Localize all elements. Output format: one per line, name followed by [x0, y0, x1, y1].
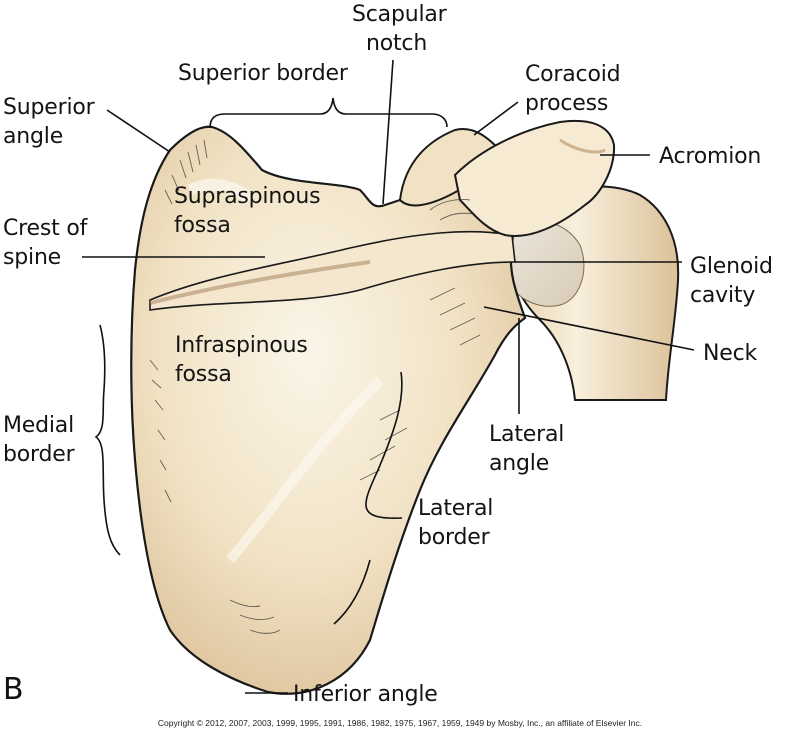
label-line: fossa [175, 362, 232, 387]
leader-coracoid [473, 101, 519, 136]
label-lateral-border: Lateral border [418, 494, 493, 552]
copyright-notice: Copyright © 2012, 2007, 2003, 1999, 1995… [157, 718, 643, 728]
label-medial-border: Medial border [3, 411, 75, 469]
label-line: angle [489, 451, 550, 476]
brace-lateral-lower [333, 559, 371, 625]
label-line: Supraspinous [174, 184, 321, 209]
leader-scapular-notch [382, 59, 394, 205]
label-line: angle [3, 124, 64, 149]
label-glenoid-cavity: Glenoid cavity [690, 252, 773, 310]
leader-lines [82, 59, 695, 694]
acromion-process [453, 119, 616, 237]
label-lateral-angle: Lateral angle [489, 420, 564, 478]
label-line: Infraspinous [175, 333, 308, 358]
label-line: cavity [690, 283, 756, 308]
label-inferior-angle: Inferior angle [293, 682, 438, 707]
label-coracoid-process: Coracoid process [525, 60, 621, 118]
panel-letter: B [3, 672, 24, 707]
label-superior-border: Superior border [178, 61, 348, 86]
brace-medial-border [94, 324, 121, 556]
label-line: Crest of [3, 216, 88, 241]
hatching [149, 139, 481, 634]
label-crest-of-spine: Crest of spine [3, 214, 87, 272]
label-line: border [3, 442, 75, 467]
label-acromion: Acromion [659, 144, 762, 169]
leader-neck [483, 306, 695, 351]
label-line: fossa [174, 213, 231, 238]
label-line: Lateral [418, 496, 494, 521]
label-line: Scapular [352, 2, 447, 27]
label-line: notch [366, 31, 428, 56]
leader-superior-angle [106, 109, 171, 153]
label-line: Glenoid [690, 254, 773, 279]
brace-superior-border [209, 97, 448, 129]
label-supraspinous-fossa: Supraspinous fossa [174, 182, 321, 240]
label-line: Medial [3, 413, 74, 438]
label-line: Superior [3, 95, 95, 120]
label-line: Coracoid [525, 62, 621, 87]
label-line: Lateral [489, 422, 565, 447]
label-superior-angle: Superior angle [3, 93, 95, 151]
label-neck: Neck [703, 341, 758, 366]
label-line: border [418, 525, 490, 550]
label-line: spine [3, 245, 62, 270]
brace-lateral-border [365, 371, 403, 519]
label-scapular-notch: Scapular notch [352, 0, 447, 58]
label-infraspinous-fossa: Infraspinous fossa [175, 331, 308, 389]
label-line: process [525, 91, 609, 116]
